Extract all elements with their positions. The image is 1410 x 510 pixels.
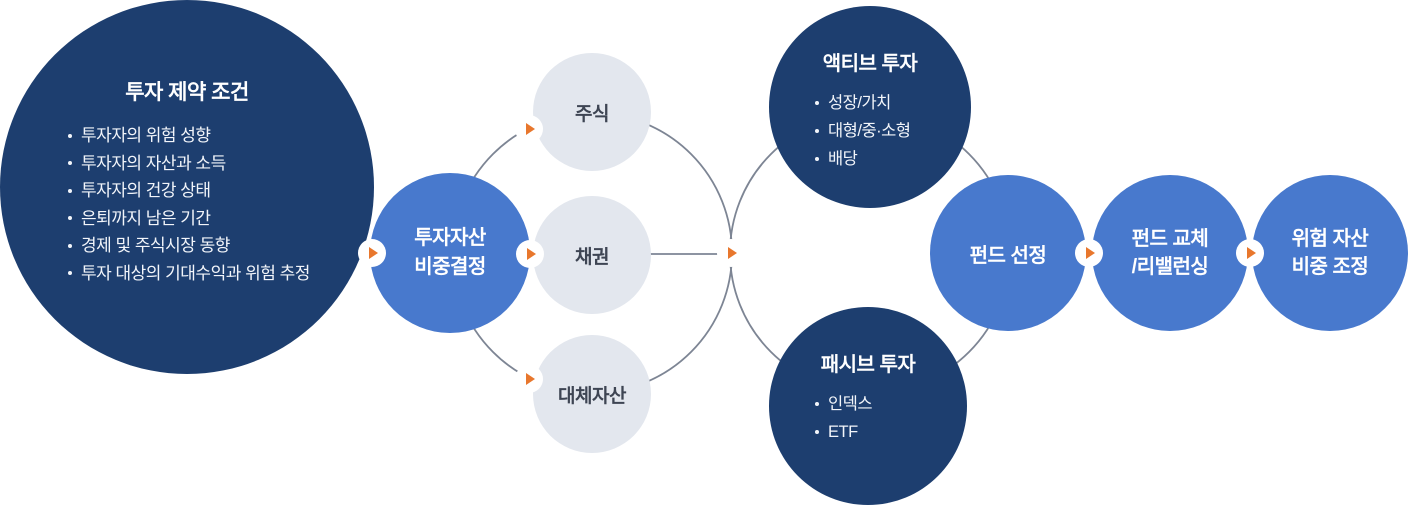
node-risk-asset-adjustment: 위험 자산 비중 조정 (1252, 175, 1408, 331)
allocation-label-line2: 비중결정 (414, 256, 486, 278)
list-item: 경제 및 주식시장 동향 (68, 232, 374, 260)
arrow-right-icon (515, 365, 543, 393)
risk-adjust-line2: 비중 조정 (1291, 256, 1369, 278)
arrow-right-icon (515, 115, 543, 143)
node-alternative-assets: 대체자산 (533, 335, 651, 453)
arrow-right-icon (717, 239, 745, 267)
list-item: 성장/가치 (815, 89, 971, 117)
constraints-title: 투자 제약 조건 (125, 81, 249, 104)
list-item: 투자자의 자산과 소득 (68, 150, 374, 178)
list-item: 인덱스 (815, 390, 967, 418)
arrow-triangle (526, 373, 535, 385)
node-passive-investing: 패시브 투자 인덱스 ETF (769, 307, 967, 505)
active-title: 액티브 투자 (822, 53, 918, 75)
allocation-label-line1: 투자자산 (414, 227, 486, 249)
arrow-triangle (1086, 247, 1095, 259)
node-fund-replacement-rebalancing: 펀드 교체 /리밸런싱 (1092, 175, 1248, 331)
arrow-right-icon (516, 240, 544, 268)
arrow-triangle (526, 123, 535, 135)
arrow-triangle (728, 247, 737, 259)
passive-title: 패시브 투자 (820, 354, 916, 376)
list-item: 투자자의 건강 상태 (68, 177, 374, 205)
fund-replacement-line1: 펀드 교체 (1131, 228, 1209, 250)
stock-label: 주식 (575, 103, 609, 125)
list-item: 대형/중·소형 (815, 117, 971, 145)
node-stocks: 주식 (533, 53, 651, 171)
active-list: 성장/가치 대형/중·소형 배당 (769, 89, 971, 173)
constraints-list: 투자자의 위험 성향 투자자의 자산과 소득 투자자의 건강 상태 은퇴까지 남… (0, 122, 374, 287)
fund-selection-label: 펀드 선정 (969, 244, 1047, 267)
list-item: 배당 (815, 145, 971, 173)
arrow-triangle (527, 248, 536, 260)
alternative-label: 대체자산 (558, 385, 626, 407)
node-bonds: 채권 (533, 196, 651, 314)
bond-label: 채권 (575, 246, 609, 268)
arrow-right-icon (1236, 239, 1264, 267)
risk-adjust-line1: 위험 자산 (1291, 228, 1369, 250)
passive-list: 인덱스 ETF (769, 390, 967, 446)
list-item: 투자자의 위험 성향 (68, 122, 374, 150)
arrow-right-icon (1075, 239, 1103, 267)
arrow-right-icon (358, 239, 386, 267)
fund-replacement-line2: /리밸런싱 (1131, 256, 1209, 278)
list-item: ETF (815, 418, 967, 446)
node-active-investing: 액티브 투자 성장/가치 대형/중·소형 배당 (769, 6, 971, 208)
arrow-triangle (1247, 247, 1256, 259)
list-item: 은퇴까지 남은 기간 (68, 205, 374, 233)
node-fund-selection: 펀드 선정 (930, 175, 1086, 331)
arrow-triangle (369, 247, 378, 259)
node-asset-allocation: 투자자산 비중결정 (370, 173, 530, 333)
node-investment-constraints: 투자 제약 조건 투자자의 위험 성향 투자자의 자산과 소득 투자자의 건강 … (0, 0, 374, 374)
list-item: 투자 대상의 기대수익과 위험 추정 (68, 260, 374, 288)
